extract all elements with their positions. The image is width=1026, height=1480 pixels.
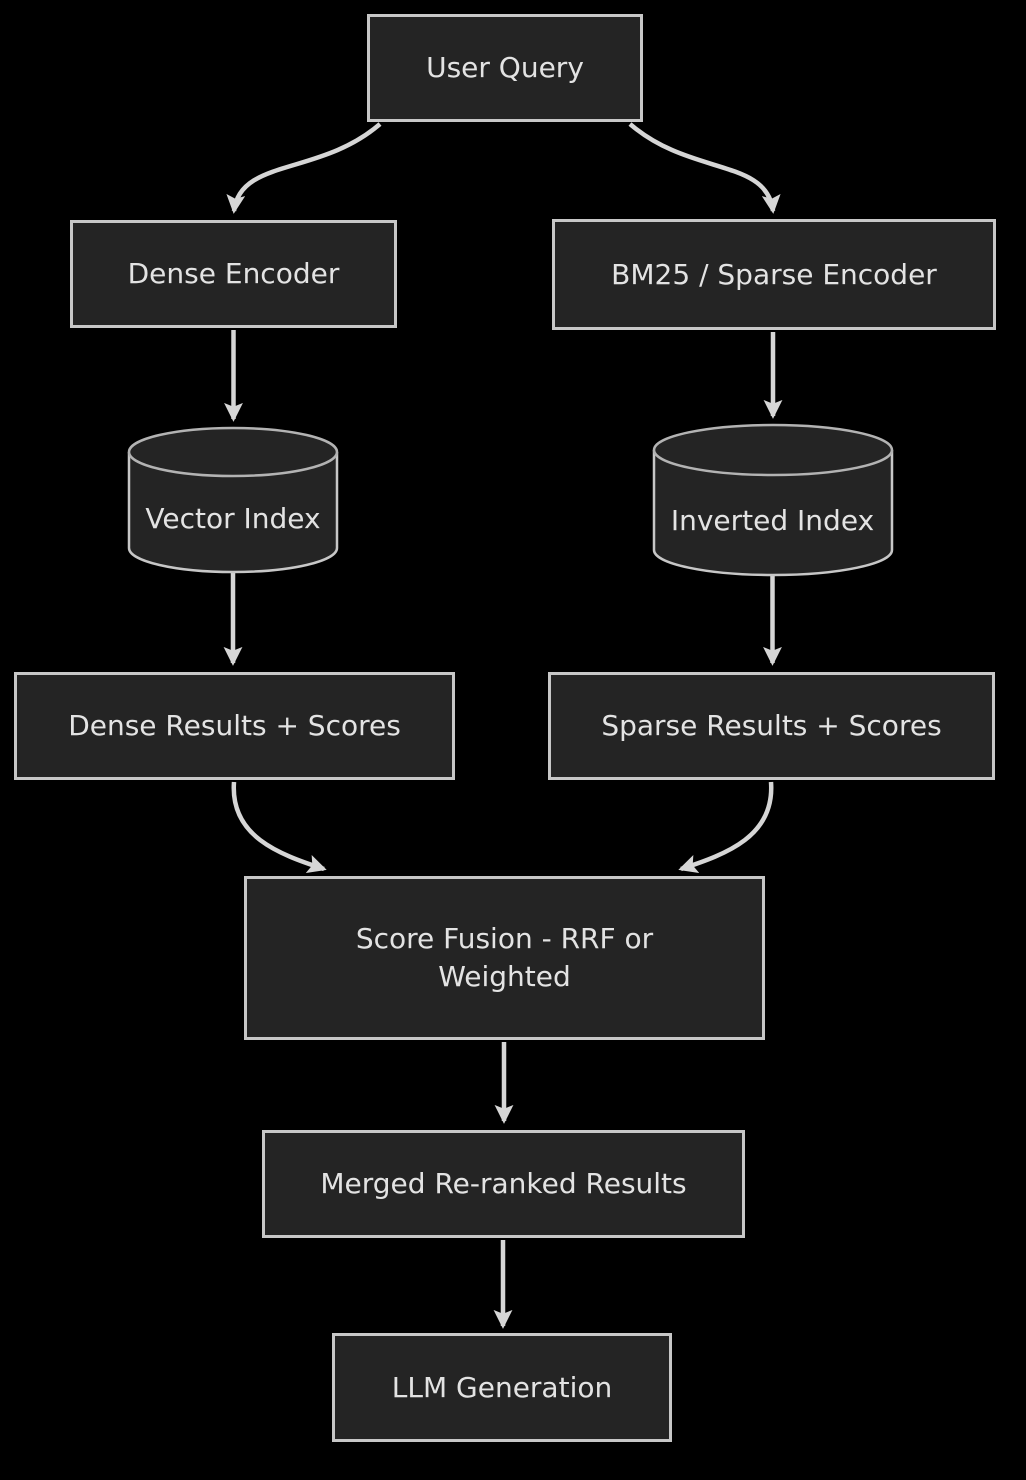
cylinder-body-vector-index <box>127 452 339 574</box>
database-cylinder-vector-index <box>127 426 339 574</box>
node-user-query-label: User Query <box>426 51 584 85</box>
node-dense-results: Dense Results + Scores <box>14 672 455 780</box>
arrow-user-query-to-sparse-encoder <box>628 122 781 214</box>
node-llm-generation-label: LLM Generation <box>391 1370 613 1404</box>
cylinder-top-inverted-index <box>652 423 894 477</box>
arrow-sparse-results-to-score-fusion <box>678 781 774 874</box>
node-user-query: User Query <box>367 14 643 122</box>
node-sparse-results-label: Sparse Results + Scores <box>601 709 942 743</box>
node-sparse-results: Sparse Results + Scores <box>548 672 995 780</box>
node-score-fusion: Score Fusion - RRF or Weighted <box>244 876 765 1040</box>
arrow-user-query-to-dense-encoder <box>226 122 382 214</box>
database-cylinder-inverted-index <box>652 423 894 577</box>
node-merged-results: Merged Re-ranked Results <box>262 1130 745 1238</box>
node-sparse-encoder-label: BM25 / Sparse Encoder <box>611 257 937 291</box>
cylinder-body-inverted-index <box>652 450 894 577</box>
node-dense-results-label: Dense Results + Scores <box>68 709 401 743</box>
node-inverted-index-label: Inverted Index <box>670 503 875 537</box>
node-merged-results-label: Merged Re-ranked Results <box>320 1167 687 1201</box>
node-sparse-encoder: BM25 / Sparse Encoder <box>552 219 996 330</box>
arrow-dense-results-to-score-fusion <box>231 781 327 874</box>
node-dense-encoder: Dense Encoder <box>70 220 397 328</box>
node-vector-index-label: Vector Index <box>145 501 321 535</box>
node-llm-generation: LLM Generation <box>332 1333 672 1442</box>
node-score-fusion-label: Score Fusion - RRF or Weighted <box>355 922 654 993</box>
cylinder-top-vector-index <box>127 426 339 478</box>
node-dense-encoder-label: Dense Encoder <box>127 257 340 291</box>
